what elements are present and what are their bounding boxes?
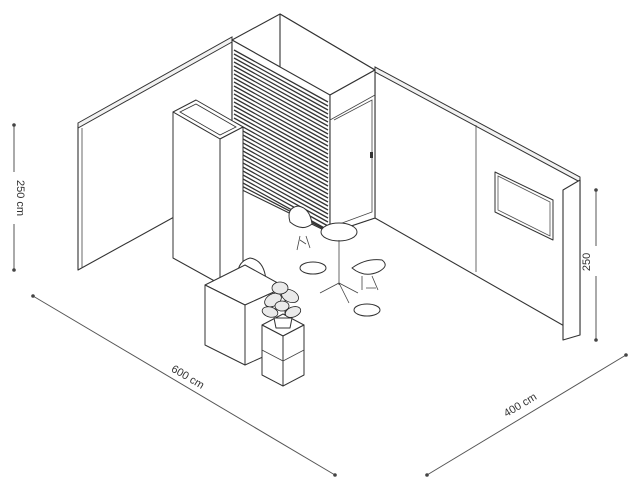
dimension-height-right: 250: [581, 188, 603, 342]
wall-slat: [233, 57, 329, 111]
wall-slat: [233, 89, 329, 143]
wall-slat: [233, 101, 329, 155]
wall-slat: [233, 81, 329, 135]
wall-slat: [233, 161, 329, 215]
wall-slat: [233, 65, 329, 119]
wall-slat: [233, 109, 329, 163]
wall-slat: [233, 157, 329, 211]
storage-room: [329, 69, 376, 234]
tv-screen: [494, 171, 554, 241]
right-wall-end: [562, 179, 581, 341]
wall-slat: [233, 141, 329, 195]
chair-back: [288, 205, 327, 275]
wall-slat: [233, 113, 329, 167]
bar-table: [319, 222, 359, 304]
plant-icon: [261, 281, 302, 329]
wall-slat: [233, 77, 329, 131]
wall-slat: [233, 153, 329, 207]
wall-slat: [233, 165, 329, 219]
wall-slat: [233, 121, 329, 175]
wall-slat: [233, 117, 329, 171]
dimension-height-left: 250 cm: [5, 123, 26, 272]
wall-slat: [233, 133, 329, 187]
wall-slat: [233, 97, 329, 151]
wall-slat: [233, 125, 329, 179]
dimension-label-height-right: 250: [581, 253, 593, 271]
wall-slat: [233, 169, 329, 223]
column: [172, 99, 244, 285]
wall-slat: [233, 61, 329, 115]
wall-slat: [233, 137, 329, 191]
plant-shelf: [261, 281, 305, 387]
chair-right: [351, 259, 386, 317]
wall-slat: [233, 73, 329, 127]
wall-slat: [233, 149, 329, 203]
dimension-label-height-left: 250 cm: [14, 180, 26, 216]
wall-slat: [233, 69, 329, 123]
wall-slat: [233, 105, 329, 159]
wall-slat: [233, 49, 329, 103]
dimension-depth-right: 400 cm: [425, 353, 628, 477]
wall-slat: [233, 173, 329, 227]
wall-slat: [233, 177, 329, 231]
wall-slat: [233, 129, 329, 183]
wall-slat: [233, 53, 329, 107]
wall-slat: [233, 85, 329, 139]
wall-slat: [233, 93, 329, 147]
slat-wall: [231, 39, 331, 234]
wall-slat: [233, 145, 329, 199]
